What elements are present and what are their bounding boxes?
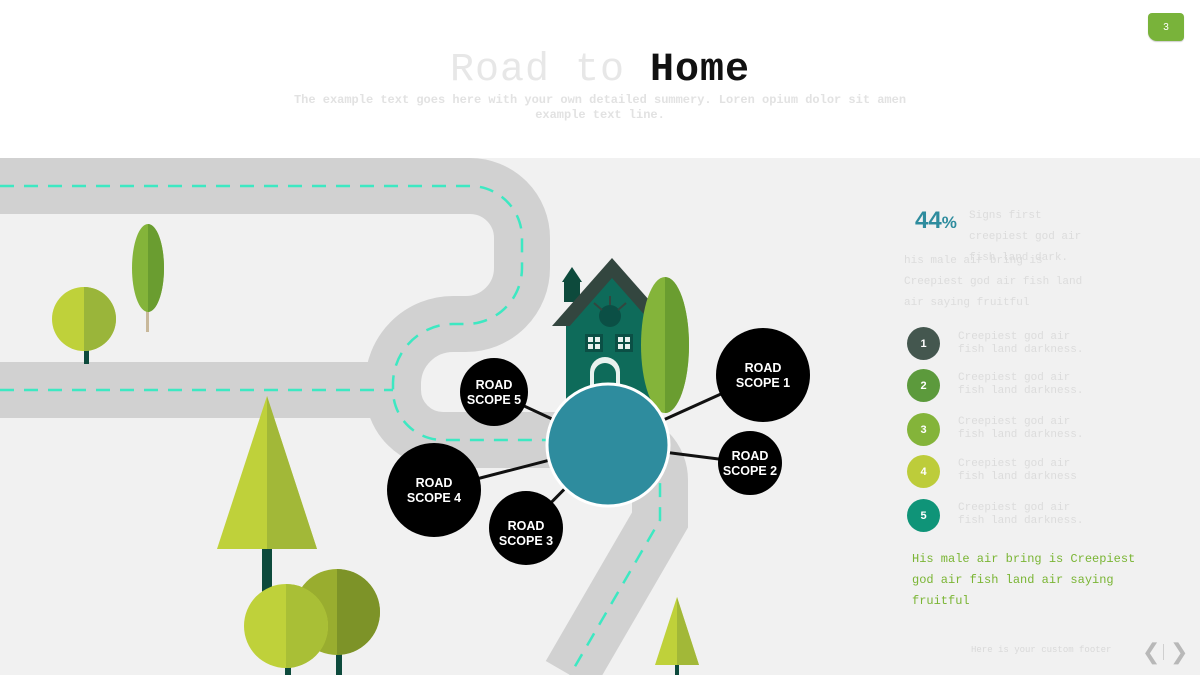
scope-3-line1: ROAD <box>508 519 545 533</box>
nav-divider <box>1163 644 1164 660</box>
scope-5-line2: SCOPE 5 <box>467 393 521 407</box>
scope-2: ROAD SCOPE 2 <box>718 431 782 495</box>
scope-2-line2: SCOPE 2 <box>723 464 777 478</box>
scope-4-line1: ROAD <box>416 476 453 490</box>
footer-text: Here is your custom footer <box>971 645 1112 655</box>
scope-3: ROAD SCOPE 3 <box>489 491 563 565</box>
tree-tall-left <box>132 224 164 332</box>
list-item-5-text: Creepiest god air fish land darkness. <box>958 502 1084 527</box>
tree-round-left <box>52 287 116 364</box>
stat-number: 44 <box>915 207 942 234</box>
page-title: Road to Home <box>0 48 1200 93</box>
list-item-2-number: 2 <box>907 369 940 402</box>
next-arrow-icon[interactable]: ❯ <box>1170 640 1189 665</box>
title-bold: Home <box>650 48 751 93</box>
list-item-1-number: 1 <box>907 327 940 360</box>
stat-body-text: his male air bring is Creepiest god air … <box>904 255 1083 309</box>
scope-3-line2: SCOPE 3 <box>499 534 553 548</box>
scope-1: ROAD SCOPE 1 <box>716 328 810 422</box>
list-item-3-text: Creepiest god air fish land darkness. <box>958 416 1084 441</box>
title-light: Road to <box>449 48 650 93</box>
tree-cone-small <box>655 597 699 675</box>
list-item-4-text: Creepiest god air fish land darkness <box>958 458 1077 483</box>
stat-unit: % <box>941 213 957 232</box>
tree-round-front <box>244 584 328 675</box>
prev-arrow-icon[interactable]: ❮ <box>1142 640 1161 665</box>
page-number-badge: 3 <box>1148 13 1184 41</box>
list-item-3-number: 3 <box>907 413 940 446</box>
list-item-2-text: Creepiest god air fish land darkness. <box>958 372 1084 397</box>
page-subtitle: The example text goes here with your own… <box>293 93 907 122</box>
tree-by-house <box>641 277 689 413</box>
scope-4: ROAD SCOPE 4 <box>387 443 481 537</box>
scope-2-line1: ROAD <box>732 449 769 463</box>
stat-side-text: Signs first creepiest god air fish land … <box>969 210 1082 264</box>
scope-1-line2: SCOPE 1 <box>736 376 790 390</box>
hub-circle <box>545 382 671 508</box>
scope-4-line2: SCOPE 4 <box>407 491 461 505</box>
scope-5: ROAD SCOPE 5 <box>460 358 528 426</box>
scope-1-line1: ROAD <box>745 361 782 375</box>
stat-value: 44% <box>915 207 957 235</box>
list-item-5-number: 5 <box>907 499 940 532</box>
list-item-4-number: 4 <box>907 455 940 488</box>
highlight-note: His male air bring is Creepiest god air … <box>912 552 1136 608</box>
list-item-1-text: Creepiest god air fish land darkness. <box>958 331 1084 356</box>
tree-cone-large <box>217 396 317 600</box>
scope-5-line1: ROAD <box>476 378 513 392</box>
